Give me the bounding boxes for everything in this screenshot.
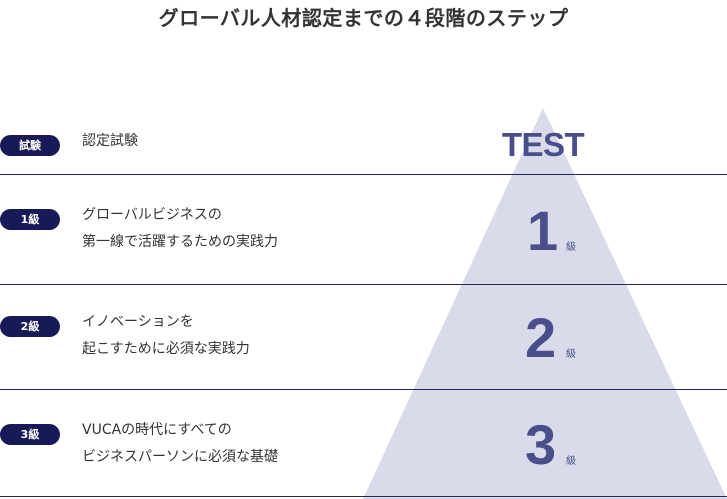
pyramid-shape xyxy=(363,108,727,499)
pyramid-level-1-number: 1 xyxy=(527,199,559,262)
row-level-1-line-2: 第一線で活躍するための実践力 xyxy=(82,234,278,250)
row-test-line-1: 認定試験 xyxy=(82,133,138,149)
pyramid-level-3-number: 3 xyxy=(525,413,557,476)
divider-2 xyxy=(0,284,727,285)
row-level-3-line-2: ビジネスパーソンに必須な基礎 xyxy=(82,449,278,465)
badge-level-3: 3級 xyxy=(0,424,60,445)
divider-4 xyxy=(0,496,727,497)
page-title: グローバル人材認定までの４段階のステップ xyxy=(158,6,569,30)
badge-level-1: 1級 xyxy=(0,209,60,230)
divider-1 xyxy=(0,174,727,175)
pyramid-level-1-unit: 級 xyxy=(566,242,576,253)
row-level-2-description: イノベーションを 起こすために必須な実践力 xyxy=(82,309,250,363)
pyramid-test-label: TEST xyxy=(501,126,585,163)
row-level-2-line-1: イノベーションを xyxy=(82,314,194,330)
row-level-1-line-1: グローバルビジネスの xyxy=(82,207,222,223)
pyramid-level-2-number: 2 xyxy=(525,306,557,369)
row-level-3-description: VUCAの時代にすべての ビジネスパーソンに必須な基礎 xyxy=(82,417,278,471)
row-level-2-line-2: 起こすために必須な実践力 xyxy=(82,341,250,357)
row-level-3-line-1: VUCAの時代にすべての xyxy=(82,422,232,438)
badge-test: 試験 xyxy=(0,135,60,156)
row-level-1-description: グローバルビジネスの 第一線で活躍するための実践力 xyxy=(82,202,278,256)
pyramid-level-2-unit: 級 xyxy=(566,349,576,360)
divider-3 xyxy=(0,389,727,390)
badge-level-2: 2級 xyxy=(0,316,60,337)
row-test-description: 認定試験 xyxy=(82,128,138,155)
pyramid-level-3-unit: 級 xyxy=(566,456,576,467)
